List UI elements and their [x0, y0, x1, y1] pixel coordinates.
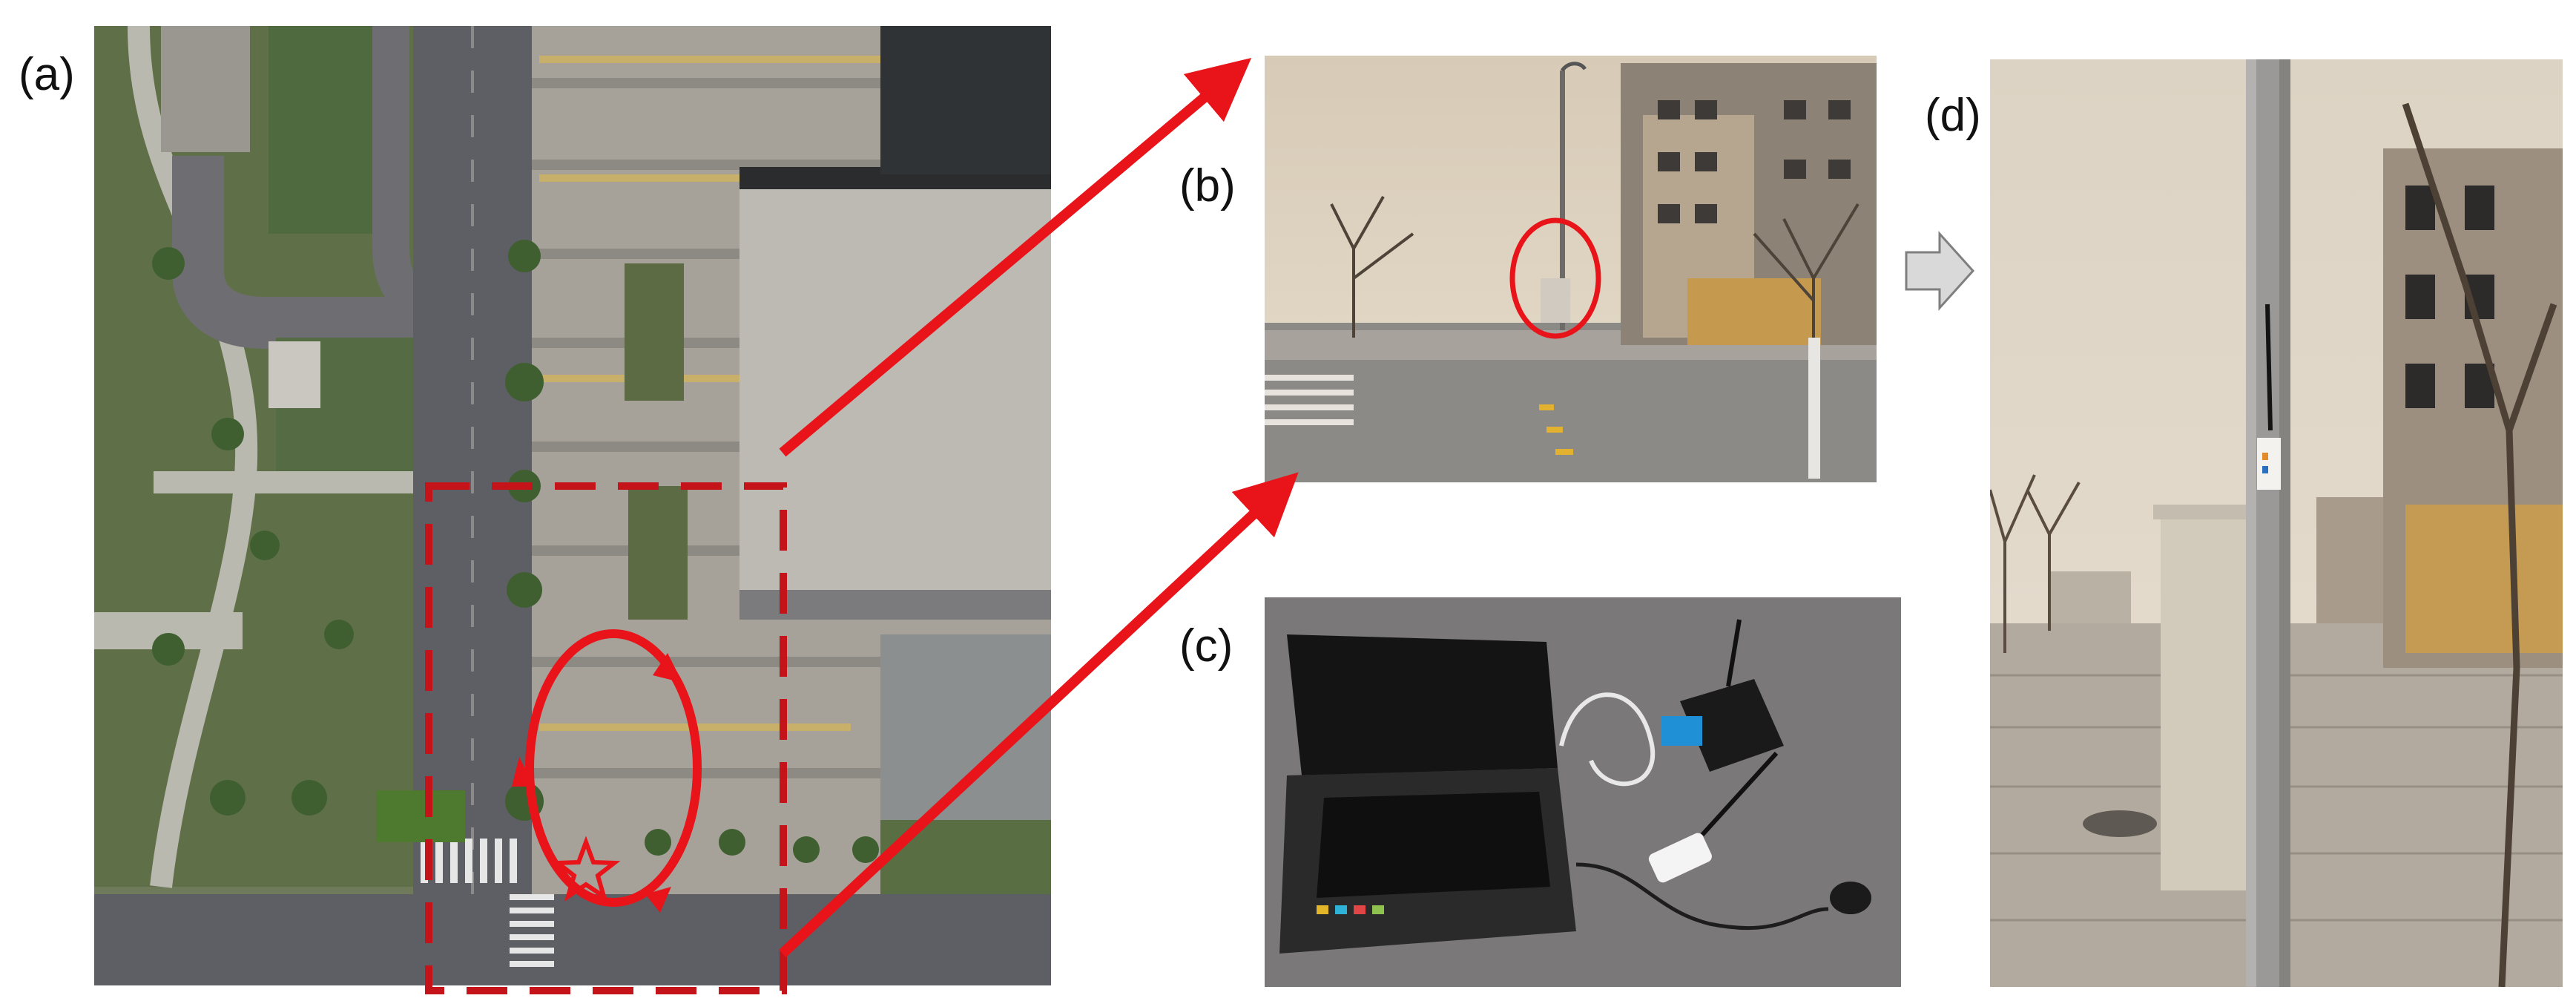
- arrow-from-box-to-street-photo: [779, 472, 1299, 958]
- equipment-photo-panel: [1265, 597, 1901, 987]
- aerial-photo: [94, 26, 1051, 985]
- aerial-photo-panel: [94, 26, 1051, 985]
- street-photo-panel: [1265, 56, 1877, 482]
- panel-label-b: (b): [1179, 160, 1236, 211]
- panel-label-c: (c): [1179, 620, 1233, 672]
- star-icon: [551, 836, 621, 902]
- panel-label-d: (d): [1925, 90, 1981, 141]
- sensor-pole-photo-panel: [1990, 59, 2563, 987]
- sensor-pole-photo: [1990, 59, 2563, 987]
- panel-label-a: (a): [19, 49, 75, 100]
- ellipse-loop-icon: [512, 629, 702, 913]
- block-arrow-right-icon: [1905, 231, 1975, 311]
- equipment-photo: [1265, 597, 1901, 987]
- street-photo: [1265, 56, 1877, 482]
- arrow-to-street-photo: [779, 57, 1252, 457]
- dashed-focus-box: [425, 482, 787, 994]
